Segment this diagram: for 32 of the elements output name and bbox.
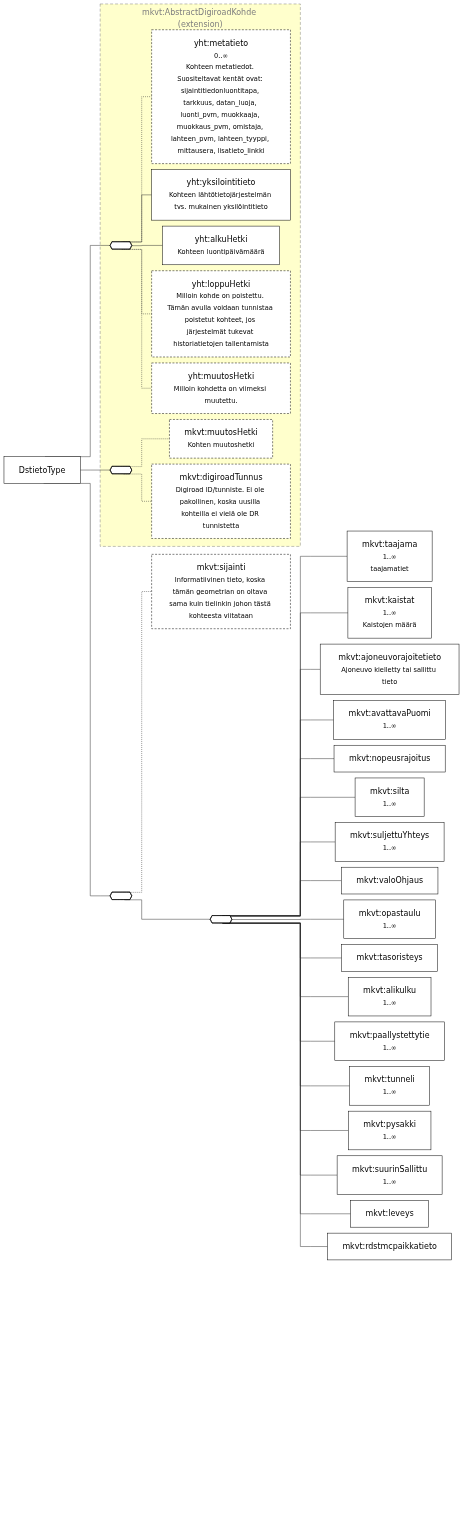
- connector: [123, 473, 152, 502]
- node-box: [347, 587, 432, 639]
- node-box: [151, 463, 291, 539]
- node-box: [151, 270, 291, 358]
- node-box: [334, 822, 445, 862]
- node-box: [151, 362, 291, 414]
- node-box: [349, 1066, 430, 1106]
- node-box: [151, 554, 291, 629]
- cluster: [99, 3, 301, 547]
- node-box: [348, 1110, 432, 1151]
- node-box: [333, 700, 446, 740]
- node-box: [350, 1200, 429, 1228]
- connector: [131, 245, 163, 246]
- node-box: [333, 745, 446, 773]
- connector: [231, 919, 345, 920]
- node-box: [346, 530, 433, 582]
- connector: [228, 880, 342, 917]
- node-box: [354, 777, 425, 817]
- node-box: [169, 419, 273, 459]
- node-box: [336, 1155, 443, 1195]
- node-box: [334, 1021, 445, 1061]
- node-box: [341, 866, 439, 895]
- node-box: [343, 899, 436, 939]
- node-box: [319, 643, 460, 695]
- connector: [80, 469, 111, 471]
- node-box: [3, 456, 81, 484]
- node-box: [341, 944, 438, 972]
- node-box: [162, 225, 280, 265]
- node-box: [151, 29, 291, 164]
- node-box: [151, 169, 291, 221]
- node-box: [327, 1232, 452, 1261]
- node-box: [348, 977, 432, 1017]
